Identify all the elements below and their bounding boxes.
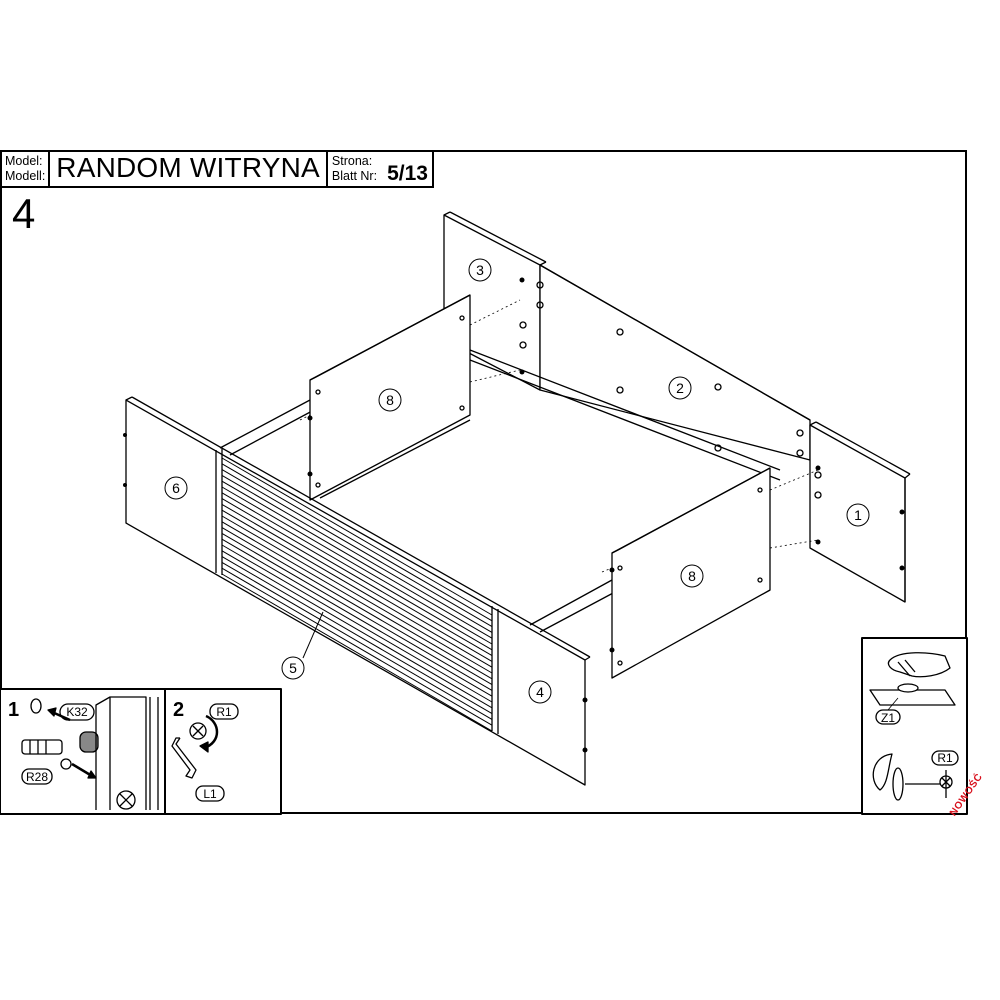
slat-line — [221, 567, 493, 726]
slat-line — [221, 509, 493, 668]
label-part-3: 3 — [476, 262, 484, 278]
slat-line — [221, 474, 493, 633]
label-k32: K32 — [66, 705, 88, 719]
page-label-pl: Strona: — [331, 154, 373, 168]
label-part-6: 6 — [172, 480, 180, 496]
inset-left: 1 2 K32 R28 R1 L1 — [0, 688, 282, 815]
instruction-sheet: Model: Modell: RANDOM WITRYNA Strona: Bl… — [0, 150, 967, 814]
label-part-2: 2 — [676, 380, 684, 396]
slat-line — [221, 561, 493, 720]
page-label-de: Blatt Nr: — [331, 169, 378, 183]
label-r1-left: R1 — [216, 705, 232, 719]
label-r1-right: R1 — [937, 751, 953, 765]
slat-line — [221, 550, 493, 709]
page-number: 5/13 — [387, 162, 428, 185]
dowel-guides — [299, 299, 819, 573]
slats — [221, 457, 493, 732]
inset-step-2: 2 — [173, 699, 184, 721]
model-label: Model: Modell: — [2, 152, 51, 186]
slat-line — [221, 538, 493, 697]
slat-line — [221, 463, 493, 622]
page-block: Strona: Blatt Nr: 5/13 — [328, 152, 432, 186]
step-number: 4 — [12, 190, 36, 237]
slat-line — [221, 556, 493, 715]
inset-step-1: 1 — [8, 699, 19, 721]
slat-line — [221, 573, 493, 732]
fittings — [123, 277, 905, 753]
slat-line — [221, 503, 493, 662]
label-part-8-back: 8 — [386, 392, 394, 408]
slat-line — [221, 486, 493, 645]
slat-line — [221, 527, 493, 686]
model-name: RANDOM WITRYNA — [50, 152, 328, 186]
slat-line — [221, 532, 493, 691]
slat-line — [221, 515, 493, 674]
front-assembly — [125, 396, 591, 786]
slat-line — [221, 492, 493, 651]
slat-line — [221, 521, 493, 680]
label-part-5: 5 — [289, 660, 297, 676]
panel-2 — [519, 264, 811, 461]
label-r28: R28 — [26, 770, 48, 784]
title-block: Model: Modell: RANDOM WITRYNA Strona: Bl… — [2, 152, 434, 188]
label-part-8-front: 8 — [688, 568, 696, 584]
slat-line — [221, 469, 493, 628]
label-l1: L1 — [203, 787, 217, 801]
inset-right: Z1 R1 — [861, 637, 968, 815]
slat-line — [221, 480, 493, 639]
slat-line — [221, 457, 493, 616]
model-label-de: Modell: — [5, 169, 46, 183]
label-part-4: 4 — [536, 684, 544, 700]
part-label-leaders — [302, 611, 324, 659]
model-label-pl: Model: — [5, 154, 43, 168]
label-part-1: 1 — [854, 507, 862, 523]
slat-line — [221, 498, 493, 657]
part-labels: 3 2 8 1 6 8 5 4 — [164, 258, 870, 704]
slat-line — [221, 544, 493, 703]
label-z1: Z1 — [881, 711, 895, 725]
